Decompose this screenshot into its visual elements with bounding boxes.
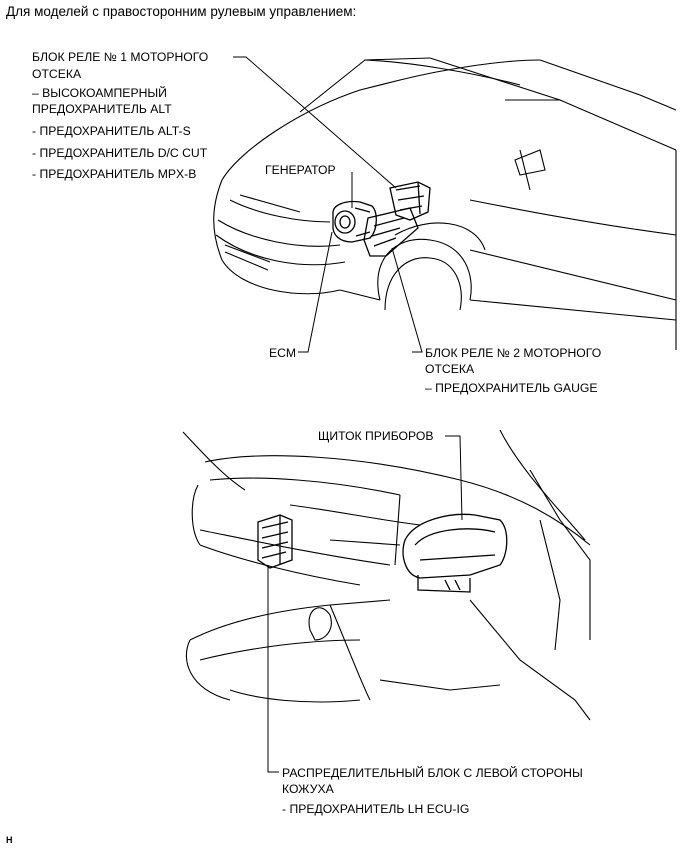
junction-block-label: РАСПРЕДЕЛИТЕЛЬНЫЙ БЛОК С ЛЕВОЙ СТОРОНЫ [282, 766, 583, 780]
generator-label: ГЕНЕРАТОР [265, 163, 336, 177]
relay-block-2-item-gauge: – ПРЕДОХРАНИТЕЛЬ GAUGE [425, 381, 598, 395]
instrument-cluster-label: ЩИТОК ПРИБОРОВ [318, 429, 434, 443]
relay-block-1-item-alt-cont: ПРЕДОХРАНИТЕЛЬ ALT [32, 102, 172, 116]
relay-block-1-label: БЛОК РЕЛЕ № 1 МОТОРНОГО [32, 50, 209, 64]
relay-block-1-shape [389, 181, 431, 221]
relay-block-2-label-cont: ОТСЕКА [425, 362, 475, 376]
instrument-cluster-shape [402, 513, 508, 593]
junction-block-item-lh-ecu-ig: - ПРЕДОХРАНИТЕЛЬ LH ECU-IG [282, 802, 470, 816]
relay-block-1-item-mpx-b: - ПРЕДОХРАНИТЕЛЬ MPX-B [32, 167, 197, 181]
ecm-label: ECM [269, 346, 297, 360]
engine-leader-lines [233, 56, 423, 353]
generator-shape [332, 200, 377, 243]
relay-block-1-item-alt: – ВЫСОКОАМПЕРНЫЙ [32, 86, 167, 100]
relay-block-1-item-dc-cut: - ПРЕДОХРАНИТЕЛЬ D/C CUT [32, 146, 208, 160]
dashboard-outline [182, 429, 591, 721]
footer-code: H [6, 835, 13, 845]
relay-block-1-item-alt-s: - ПРЕДОХРАНИТЕЛЬ ALT-S [32, 124, 191, 138]
relay-block-1-label-cont: ОТСЕКА [32, 67, 82, 81]
car-body-outline [213, 57, 677, 350]
page-header: Для моделей с правосторонним рулевым упр… [6, 4, 357, 19]
cabin-leader-lines [267, 435, 463, 773]
relay-block-2-label: БЛОК РЕЛЕ № 2 МОТОРНОГО [425, 346, 602, 360]
relay-block-2-shape [363, 207, 419, 257]
junction-block-shape [257, 514, 293, 569]
junction-block-label-cont: КОЖУХА [282, 782, 334, 796]
